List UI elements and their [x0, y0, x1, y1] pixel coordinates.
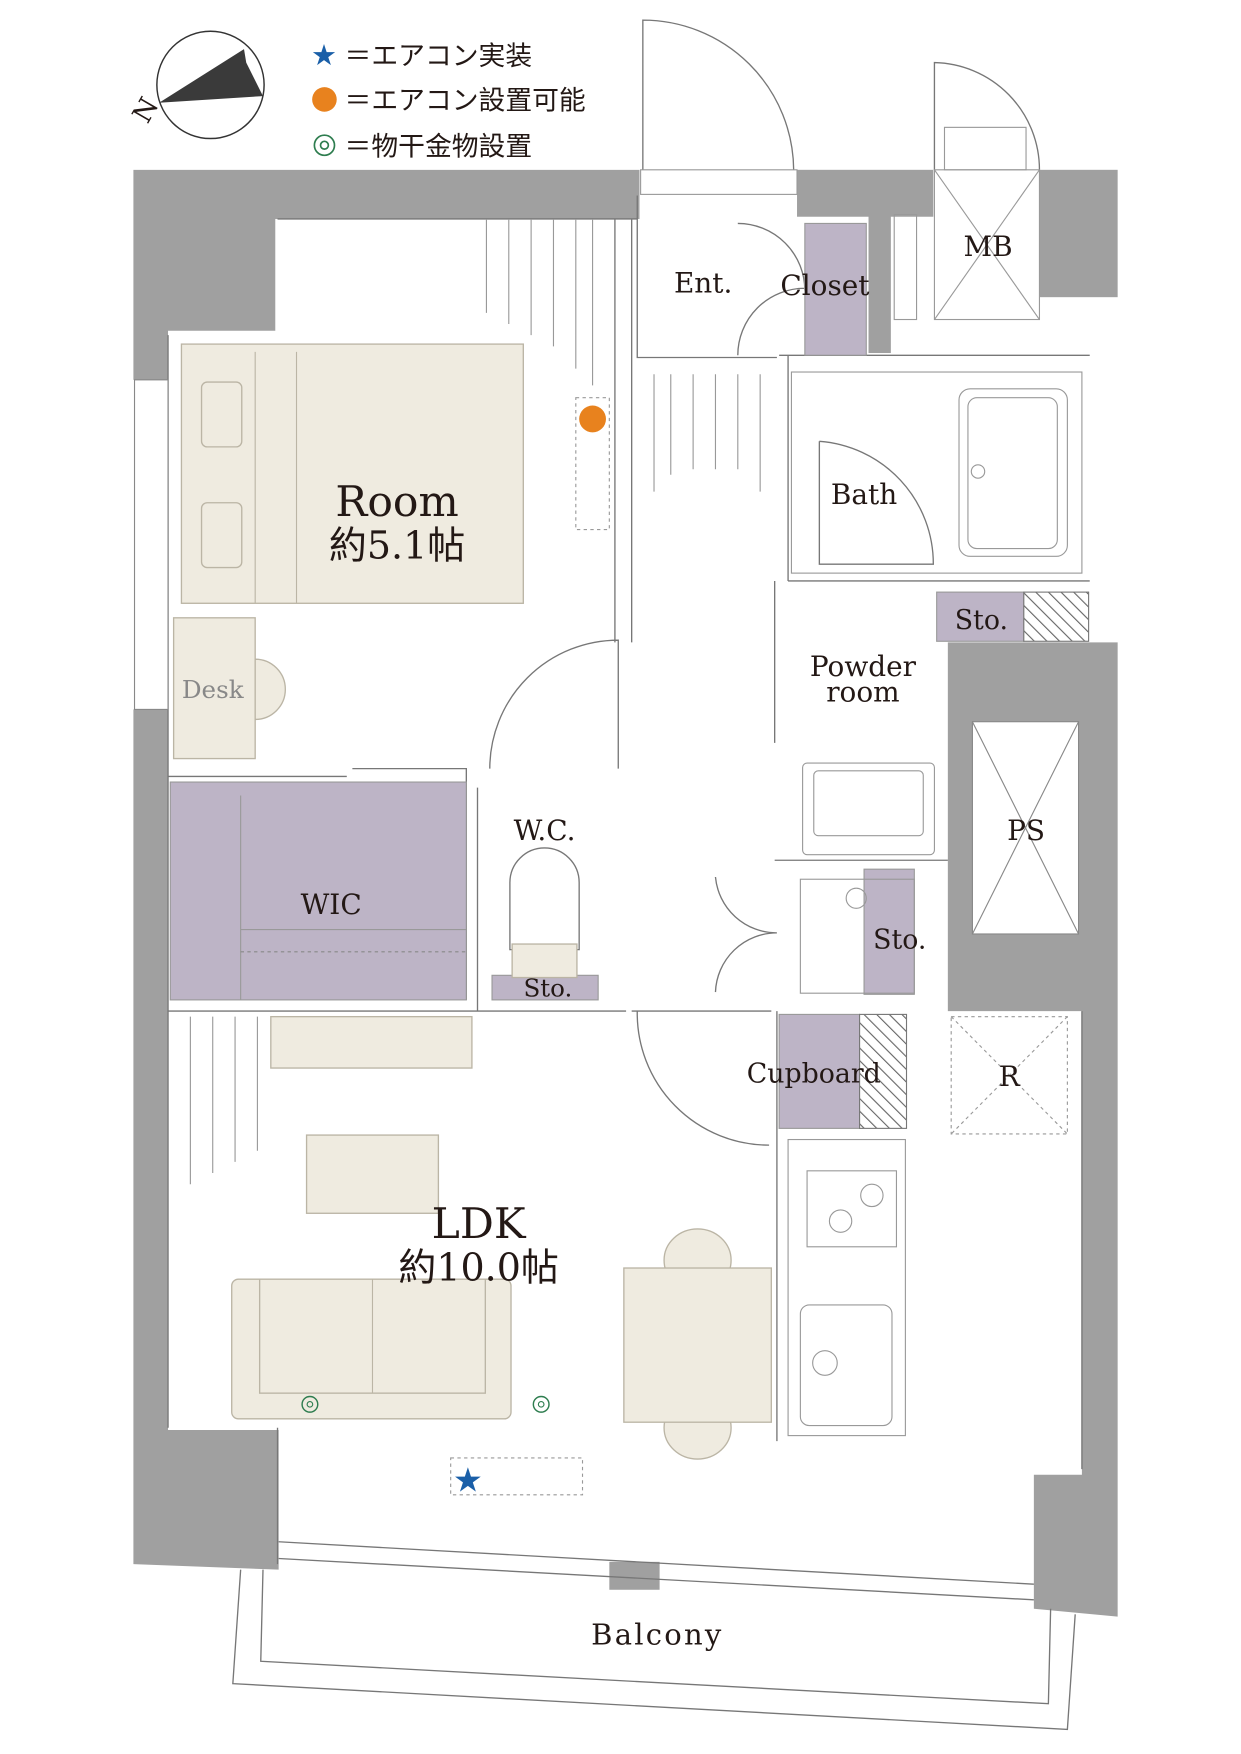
drying-hardware-icon	[532, 1395, 550, 1413]
balcony-label: Balcony	[591, 1618, 723, 1652]
aircon-installed-star-icon: ★	[453, 1462, 483, 1499]
legend-text-drying-hardware: ＝物干金物設置	[345, 131, 533, 162]
room-size: 約5.1帖	[329, 524, 465, 568]
compass: N	[127, 30, 265, 140]
cupboard-label: Cupboard	[747, 1059, 881, 1090]
window	[133, 379, 169, 710]
aircon-possible-dot-icon	[579, 405, 606, 433]
wic-area	[169, 781, 467, 1001]
ldk-size: 約10.0帖	[398, 1245, 558, 1289]
closet-area	[804, 222, 867, 356]
refrigerator-label: R	[999, 1060, 1021, 1093]
legend-text-aircon-installed: ＝エアコン実装	[345, 41, 533, 72]
powder-room-label-line1: Powder	[810, 650, 917, 683]
legend-text-aircon-possible: ＝エアコン設置可能	[345, 85, 586, 116]
star-icon: ★	[311, 40, 337, 72]
north-arrow-icon	[159, 49, 263, 103]
double-circle-icon	[313, 134, 336, 157]
entrance-label: Ent.	[674, 267, 732, 300]
wc-storage-label: Sto.	[523, 974, 572, 1003]
ldk-label: LDK	[432, 1200, 527, 1249]
bath-label: Bath	[831, 478, 897, 511]
legend: ★ ＝エアコン実装 ＝エアコン設置可能 ＝物干金物設置	[311, 40, 586, 162]
powder-room-label-line2: room	[826, 676, 899, 709]
wc-label: W.C.	[514, 814, 576, 847]
cupboard-area	[778, 1013, 861, 1129]
mb-label: MB	[964, 230, 1013, 263]
closet-label: Closet	[780, 269, 869, 302]
dining-table	[623, 1267, 772, 1423]
desk	[172, 617, 256, 760]
ps-label: PS	[1007, 814, 1045, 847]
dot-icon	[312, 87, 337, 112]
bath-storage-label: Sto.	[955, 605, 1008, 636]
powder-storage-label: Sto.	[873, 925, 926, 956]
drying-hardware-icon	[301, 1395, 319, 1413]
desk-label: Desk	[182, 675, 245, 704]
walls	[133, 169, 1118, 1617]
interior-lines	[167, 195, 1090, 1565]
wic-label: WIC	[301, 888, 362, 921]
room-label: Room	[335, 478, 458, 527]
